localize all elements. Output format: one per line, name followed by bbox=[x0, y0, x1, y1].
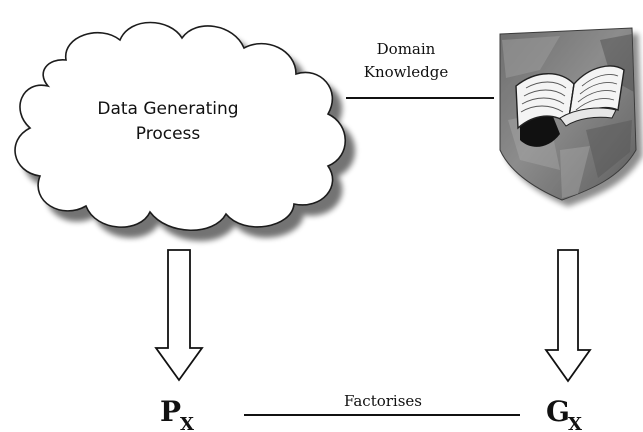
gx-node: G X bbox=[546, 395, 582, 432]
open-book-icon bbox=[499, 27, 637, 201]
px-node: P X bbox=[160, 395, 194, 432]
data-generating-process-cloud: Data Generating Process bbox=[14, 21, 347, 231]
domain-knowledge-label-line2: Knowledge bbox=[364, 63, 449, 81]
cloud-label-line2: Process bbox=[136, 124, 201, 144]
gx-main: G bbox=[546, 395, 570, 428]
domain-knowledge-label-line1: Domain bbox=[377, 40, 436, 58]
px-main: P bbox=[160, 395, 181, 428]
factorises-label: Factorises bbox=[344, 392, 422, 410]
cloud-label-line1: Data Generating bbox=[97, 99, 238, 119]
gx-subscript: X bbox=[568, 414, 582, 432]
px-subscript: X bbox=[180, 414, 194, 432]
left-down-arrow bbox=[154, 249, 204, 382]
right-down-arrow bbox=[544, 249, 592, 383]
